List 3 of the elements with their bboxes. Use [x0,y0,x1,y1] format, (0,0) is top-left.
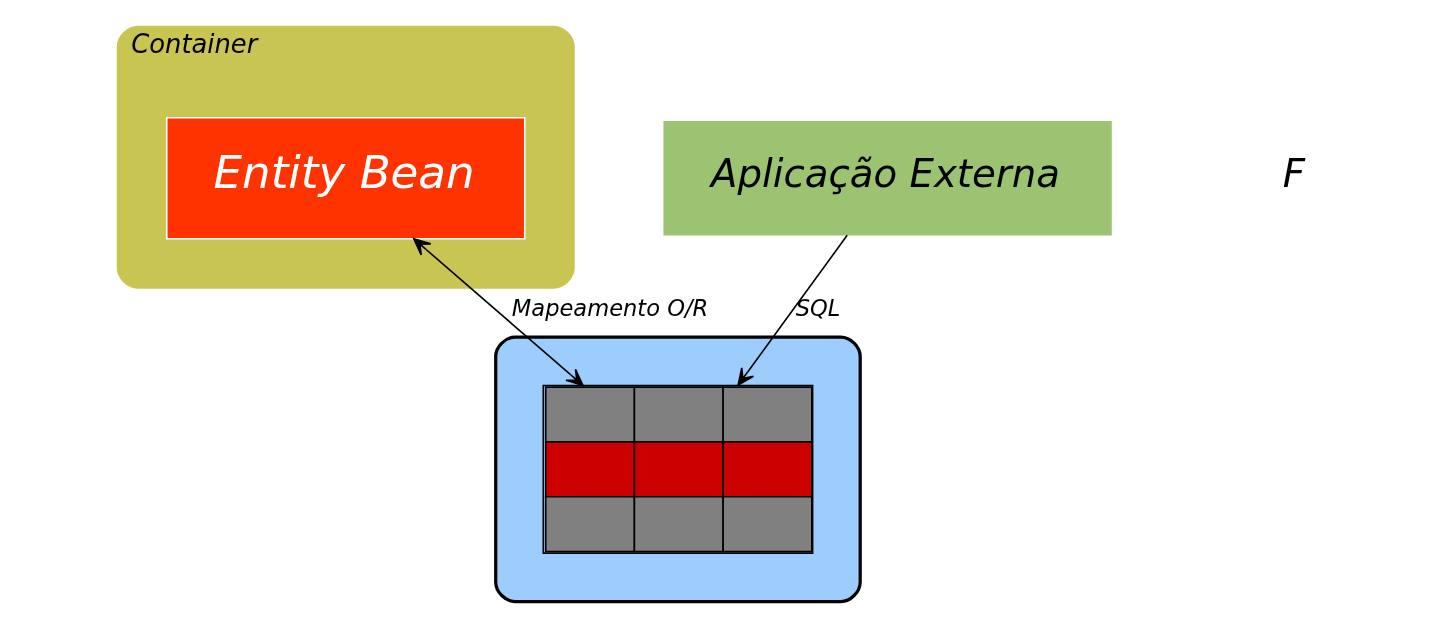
edge-label: Mapeamento O/R [511,295,708,322]
edge-label: SQL [795,295,840,322]
label: F [1282,150,1305,196]
